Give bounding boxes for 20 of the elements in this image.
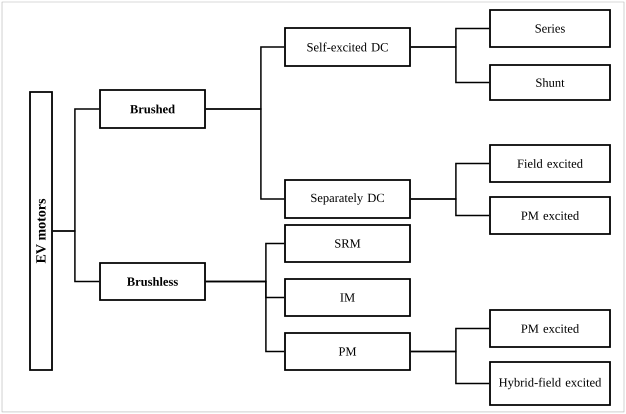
category-box: IM — [284, 278, 411, 317]
category-box: PM excited — [489, 309, 611, 348]
category-box: PM excited — [489, 196, 611, 235]
category-box: Shunt — [489, 64, 611, 101]
category-box: Field excited — [489, 144, 611, 183]
category-box: EV motors — [29, 91, 53, 371]
category-box: Hybrid-field excited — [489, 361, 611, 406]
category-box: Self-excited DC — [284, 27, 411, 67]
connector-line — [52, 230, 100, 282]
connector-line — [206, 280, 284, 352]
connector-line — [206, 108, 284, 200]
category-box: Brushless — [99, 262, 206, 301]
connector-line — [410, 350, 490, 384]
category-box: Separately DC — [284, 179, 411, 219]
category-box: SRM — [284, 224, 411, 263]
connector-line — [410, 198, 490, 216]
category-box: Brushed — [99, 89, 206, 129]
category-box: Series — [489, 9, 611, 48]
category-box: PM — [284, 332, 411, 371]
connector-line — [410, 46, 490, 84]
